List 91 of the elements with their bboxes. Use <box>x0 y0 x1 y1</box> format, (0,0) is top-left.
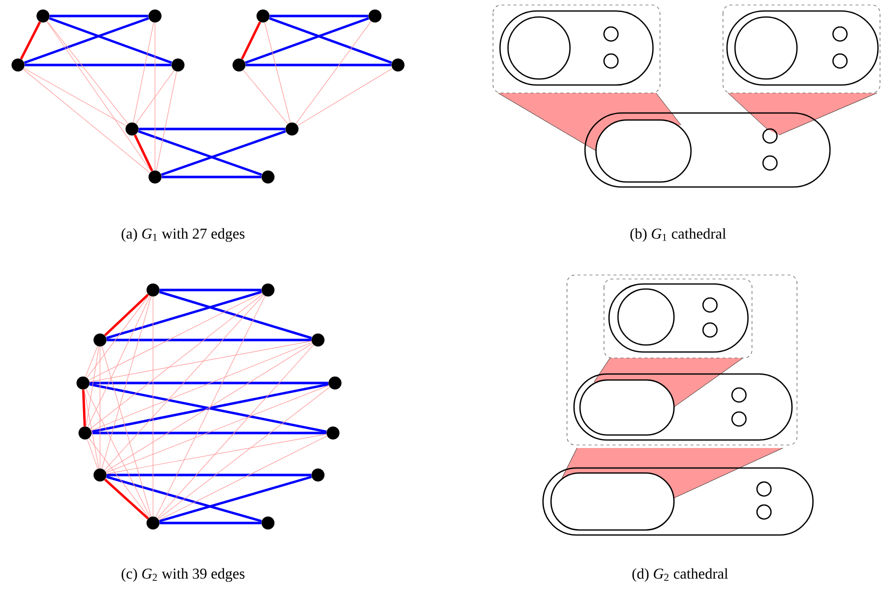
graph-edge <box>162 176 262 178</box>
graph-vertex <box>232 58 246 72</box>
graph-edge <box>152 296 154 517</box>
graph-edge <box>48 17 172 64</box>
graph-edge <box>264 22 291 123</box>
graph-edge <box>159 476 312 522</box>
graph-vertex <box>148 10 162 22</box>
graph-edge <box>86 295 150 378</box>
graph-edge <box>102 296 152 469</box>
graph-edge <box>160 522 262 524</box>
graph-edge <box>102 346 152 517</box>
graph-edge <box>85 346 98 378</box>
graph-vertex <box>326 426 340 440</box>
graph-edge <box>106 474 312 476</box>
graph-edge <box>134 134 154 172</box>
graph-edge <box>88 296 150 428</box>
graph-vertex <box>262 170 274 184</box>
graph-edge <box>158 436 328 520</box>
graph-edge <box>90 382 328 384</box>
graph-vertex <box>328 376 342 390</box>
graph-edge <box>86 388 150 518</box>
graph-edge <box>104 478 149 520</box>
graph-edge <box>24 17 150 64</box>
graph-edge <box>268 17 392 64</box>
graph-edge <box>88 438 150 518</box>
graph-edge <box>84 389 100 469</box>
caption: (c) G$_{2}$ with 39 edges <box>122 568 244 582</box>
graph-edge <box>46 20 128 124</box>
graph-vertex <box>146 516 160 530</box>
graph-edge <box>242 70 288 124</box>
graph-edge <box>24 68 126 126</box>
graph-edge <box>270 14 368 18</box>
graph-vertex <box>76 376 90 390</box>
graph-edge <box>86 439 98 469</box>
graph-edge <box>90 342 312 431</box>
graph-edge <box>154 22 156 171</box>
graph-vertex <box>172 58 184 72</box>
caption: (b) G$_{1}$ cathedral <box>630 228 726 242</box>
graph-vertex <box>392 58 404 72</box>
graph-edge <box>296 21 372 124</box>
graph-vertex <box>368 10 382 22</box>
graph-edge <box>20 21 42 60</box>
graph-vertex <box>78 426 92 440</box>
graph-edge <box>240 21 262 60</box>
graph-edge <box>138 128 286 130</box>
graph-vertex <box>262 284 274 296</box>
graph-edge <box>89 340 312 382</box>
graph-edge <box>106 338 312 342</box>
caption: (a) G$_{1}$ with 27 edges <box>122 228 244 242</box>
graph-edge <box>82 390 86 426</box>
graph-edge <box>106 434 327 474</box>
graph-edge <box>104 294 149 336</box>
graph-vertex <box>148 170 162 184</box>
graph-edge <box>104 294 264 470</box>
graph-vertex <box>126 122 138 136</box>
graph-edge <box>106 385 330 473</box>
graph-edge <box>246 64 392 66</box>
graph-vertex <box>312 334 324 346</box>
graph-vertex <box>312 468 324 482</box>
graph-vertex <box>262 516 274 530</box>
graph-edge <box>136 70 174 124</box>
graph-edge <box>160 288 262 292</box>
graph-vertex <box>94 334 106 346</box>
graph-edge <box>160 130 286 176</box>
graph-edge <box>90 294 264 430</box>
graph-edge <box>157 344 314 518</box>
graph-edge <box>138 130 262 176</box>
graph-edge <box>88 292 262 380</box>
graph-edge <box>22 68 150 174</box>
graph-edge <box>156 296 266 518</box>
graph-edge <box>156 71 177 171</box>
graph-edge <box>244 17 370 64</box>
graph-edge <box>86 346 100 427</box>
graph-vertex <box>286 122 298 136</box>
graph-edge <box>92 432 326 434</box>
graph-vertex <box>12 58 24 72</box>
graph-edge <box>50 14 148 18</box>
graph-vertex <box>146 284 160 296</box>
graph-vertex <box>94 468 106 482</box>
graph-edge <box>24 64 172 66</box>
graph-edge <box>297 68 393 126</box>
graph-edge <box>106 476 262 522</box>
graph-edge <box>105 343 313 472</box>
graph-edge <box>158 386 330 520</box>
graph-vertex <box>256 10 270 22</box>
graph-edge <box>159 290 312 340</box>
caption: (d) G$_{2}$ cathedral <box>632 568 728 582</box>
graph-edge <box>133 22 154 123</box>
graph-vertex <box>36 10 50 22</box>
graph-edge <box>106 290 262 340</box>
graph-edge <box>46 21 152 172</box>
